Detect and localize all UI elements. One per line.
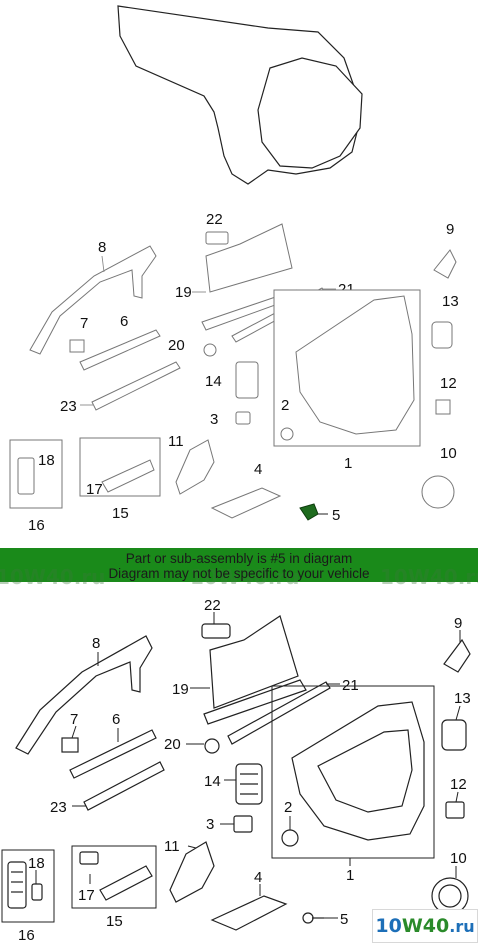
label-5-upper: 5 bbox=[332, 507, 340, 524]
label-9: 9 bbox=[454, 615, 462, 632]
part-1[interactable]: 1 bbox=[271, 685, 435, 884]
part-19[interactable]: 19 bbox=[172, 615, 307, 725]
label-8: 8 bbox=[92, 635, 100, 652]
label-13-upper: 13 bbox=[442, 293, 459, 310]
label-4: 4 bbox=[254, 869, 262, 886]
part-13[interactable]: 13 bbox=[441, 690, 471, 751]
label-7: 7 bbox=[70, 711, 78, 728]
label-7-upper: 7 bbox=[80, 315, 88, 332]
label-2: 2 bbox=[284, 799, 292, 816]
label-18: 18 bbox=[28, 855, 45, 872]
upper-diagram: 22 19 21 8 7 6 23 20 14 3 1 bbox=[9, 211, 459, 534]
label-16-upper: 16 bbox=[28, 517, 45, 534]
top-panel-outline bbox=[117, 5, 363, 185]
part-15[interactable]: 17 15 bbox=[71, 845, 157, 930]
label-5: 5 bbox=[340, 911, 348, 928]
label-1-upper: 1 bbox=[344, 455, 352, 472]
logo-accent: W40 bbox=[401, 915, 450, 937]
label-17: 17 bbox=[78, 887, 95, 904]
banner-line-2: Diagram may not be specific to your vehi… bbox=[108, 566, 369, 581]
label-8-upper: 8 bbox=[98, 239, 106, 256]
label-6: 6 bbox=[112, 711, 120, 728]
part-3[interactable]: 3 bbox=[206, 815, 253, 833]
logo-suffix: .ru bbox=[449, 916, 475, 936]
banner-line-1: Part or sub-assembly is #5 in diagram bbox=[126, 551, 353, 566]
label-11-upper: 11 bbox=[168, 433, 184, 450]
svg-text:10W40.ru: 10W40.ru bbox=[190, 565, 299, 589]
svg-text:10W40.ru: 10W40.ru bbox=[0, 565, 105, 589]
label-20: 20 bbox=[164, 736, 181, 753]
part-7[interactable]: 7 bbox=[61, 711, 79, 753]
label-15-upper: 15 bbox=[112, 505, 129, 522]
part-20[interactable]: 20 bbox=[164, 736, 220, 754]
label-17-upper: 17 bbox=[86, 481, 103, 498]
label-3: 3 bbox=[206, 816, 214, 833]
label-4-upper: 4 bbox=[254, 461, 262, 478]
label-16: 16 bbox=[18, 927, 35, 943]
part-9[interactable]: 9 bbox=[443, 615, 471, 673]
part-8[interactable]: 8 bbox=[15, 635, 153, 755]
label-20-upper: 20 bbox=[168, 337, 185, 354]
label-3-upper: 3 bbox=[210, 411, 218, 428]
label-12: 12 bbox=[450, 776, 467, 793]
part-11[interactable]: 11 bbox=[164, 838, 215, 903]
label-15: 15 bbox=[106, 913, 123, 930]
part-16[interactable]: 18 16 bbox=[1, 849, 55, 943]
label-23-upper: 23 bbox=[60, 398, 77, 415]
part-14[interactable]: 14 bbox=[204, 763, 263, 805]
label-18-upper: 18 bbox=[38, 452, 55, 469]
part-23[interactable]: 23 bbox=[50, 761, 165, 816]
part-4[interactable]: 4 bbox=[210, 869, 288, 931]
label-19: 19 bbox=[172, 681, 189, 698]
label-9-upper: 9 bbox=[446, 221, 454, 238]
label-22-upper: 22 bbox=[206, 211, 223, 228]
label-12-upper: 12 bbox=[440, 375, 457, 392]
label-14-upper: 14 bbox=[205, 373, 222, 390]
logo-prefix: 10 bbox=[375, 915, 402, 937]
label-23: 23 bbox=[50, 799, 67, 816]
svg-text:10W40.ru: 10W40.ru bbox=[380, 565, 478, 589]
part-22[interactable]: 22 bbox=[201, 597, 231, 639]
label-11: 11 bbox=[164, 838, 180, 855]
lower-diagram: 22 19 2 1 8 7 bbox=[1, 597, 471, 943]
label-22: 22 bbox=[204, 597, 221, 614]
label-1: 1 bbox=[346, 867, 354, 884]
part-6[interactable]: 6 bbox=[69, 711, 157, 779]
highlight-banner: 10W40.ru 10W40.ru 10W40.ru Part or sub-a… bbox=[0, 548, 478, 589]
part-5[interactable]: 5 bbox=[302, 911, 348, 928]
part-12[interactable]: 12 bbox=[445, 776, 467, 819]
label-2-upper: 2 bbox=[281, 397, 289, 414]
part-10[interactable]: 10 bbox=[431, 850, 469, 915]
label-14: 14 bbox=[204, 773, 221, 790]
label-10: 10 bbox=[450, 850, 467, 867]
label-13: 13 bbox=[454, 690, 471, 707]
label-19-upper: 19 bbox=[175, 284, 192, 301]
label-6-upper: 6 bbox=[120, 313, 128, 330]
part-2[interactable]: 2 bbox=[281, 799, 299, 847]
label-10-upper: 10 bbox=[440, 445, 457, 462]
